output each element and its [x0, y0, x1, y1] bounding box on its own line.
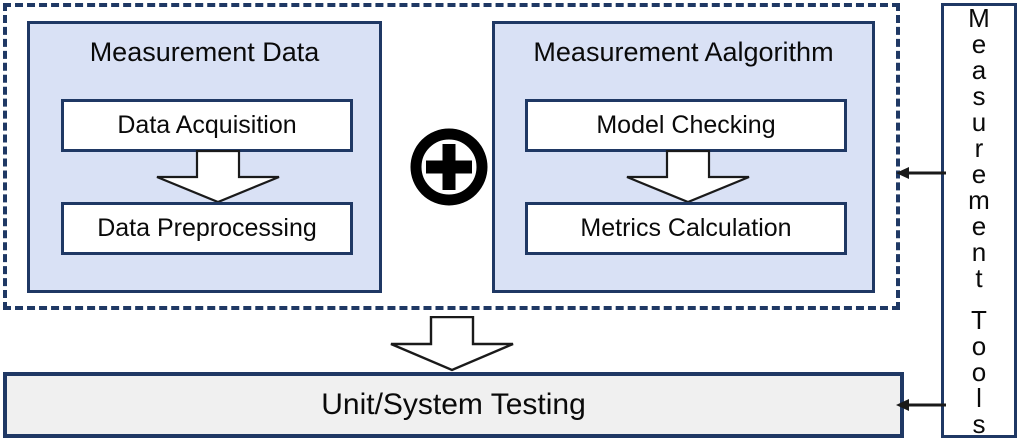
down-arrow-icon-to-testing [390, 316, 514, 372]
measurement-tools-letter: M [968, 2, 990, 33]
group-panel-measurement-data[interactable]: Measurement Data Data Acquisition Data P… [27, 21, 382, 293]
step-label-data-preprocessing: Data Preprocessing [97, 214, 317, 242]
measurement-tools-letter: t [975, 262, 983, 293]
measurement-tools-letter: T [971, 304, 987, 335]
measurement-tools-letter: n [971, 236, 987, 267]
measurement-tools-letter: a [971, 54, 987, 85]
plus-circle-icon [410, 128, 488, 206]
step-label-data-acquisition: Data Acquisition [117, 111, 297, 139]
measurement-tools-letter: o [971, 330, 987, 361]
measurement-tools-letter: s [972, 408, 986, 439]
step-box-data-acquisition[interactable]: Data Acquisition [61, 99, 353, 152]
step-box-model-checking[interactable]: Model Checking [525, 99, 847, 152]
measurement-tools-letter: s [972, 80, 986, 111]
measurement-tools-letter: r [974, 132, 984, 163]
measurement-framework-boundary [3, 3, 900, 310]
measurement-tools-letter: e [971, 28, 987, 59]
step-box-data-preprocessing[interactable]: Data Preprocessing [61, 202, 353, 255]
group-panel-measurement-algorithm[interactable]: Measurement Aalgorithm Model Checking Me… [492, 21, 875, 293]
group-title-measurement-data: Measurement Data [89, 37, 320, 67]
measurement-tools-letter: u [971, 106, 987, 137]
box-unit-system-testing[interactable]: Unit/System Testing [3, 372, 904, 438]
measurement-tools-letter: e [971, 210, 987, 241]
group-title-measurement-algorithm: Measurement Aalgorithm [533, 37, 834, 67]
down-arrow-icon-data-flow [156, 150, 280, 204]
measurement-tools-letter: e [971, 158, 987, 189]
down-arrow-icon-algorithm-flow [626, 150, 750, 204]
measurement-tools-letter: m [968, 184, 990, 215]
label-unit-system-testing: Unit/System Testing [321, 388, 586, 421]
measurement-tools-letter: o [971, 356, 987, 387]
measurement-tools-letter: l [976, 382, 982, 413]
step-label-model-checking: Model Checking [596, 111, 776, 139]
step-label-metrics-calculation: Metrics Calculation [580, 214, 792, 242]
left-arrow-icon-tools-to-framework [896, 167, 946, 179]
step-box-metrics-calculation[interactable]: Metrics Calculation [525, 202, 847, 255]
